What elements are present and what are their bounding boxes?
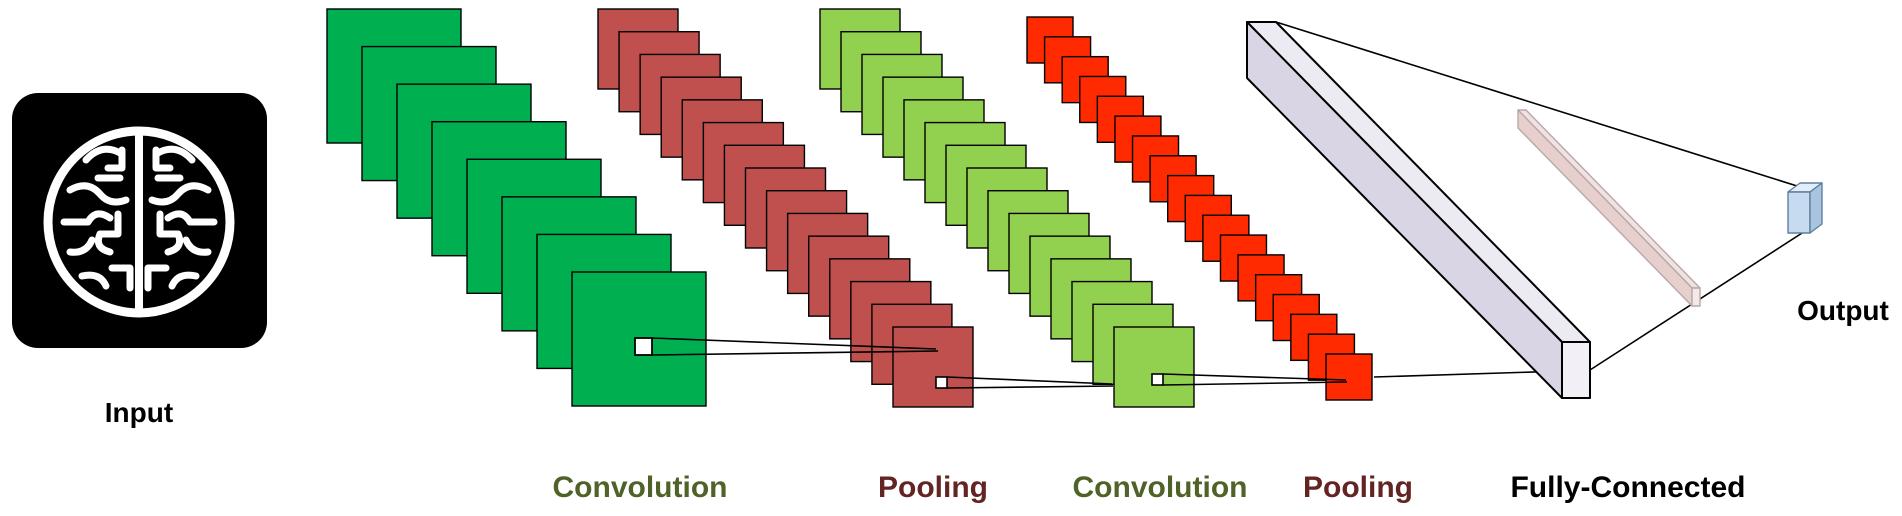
conv2-feature-maps — [819, 8, 1195, 408]
conv1-label: Convolution — [553, 471, 728, 504]
receptive-field-connections — [634, 337, 1566, 389]
pool2-feature-maps — [1026, 16, 1373, 401]
input-label: Input — [105, 397, 173, 428]
conv2-label: Convolution — [1073, 471, 1248, 504]
brain-icon — [43, 126, 235, 318]
fc-output-connection-lower — [1589, 225, 1814, 371]
pool2-feature-map — [1325, 353, 1373, 401]
pool1-label: Pooling — [878, 471, 988, 504]
conv1-feature-maps — [326, 8, 707, 407]
conv2-receptive-field — [1151, 373, 1164, 386]
pool1-feature-maps — [597, 8, 974, 408]
pool2-label: Pooling — [1303, 471, 1413, 504]
fc-label: Fully-Connected — [1510, 471, 1745, 504]
input-image — [12, 93, 267, 348]
fc-output-connection — [1275, 21, 1814, 192]
conv2-feature-map — [1113, 326, 1195, 408]
fc-main-bar — [1246, 21, 1591, 399]
output-cube — [1787, 182, 1823, 234]
fc-hidden-bar — [1517, 109, 1701, 307]
output-label: Output — [1797, 295, 1889, 326]
conv1-receptive-field — [634, 337, 653, 356]
pool1-receptive-field — [935, 376, 948, 389]
pool1-feature-map — [892, 326, 974, 408]
fully-connected-layers — [1246, 21, 1823, 399]
